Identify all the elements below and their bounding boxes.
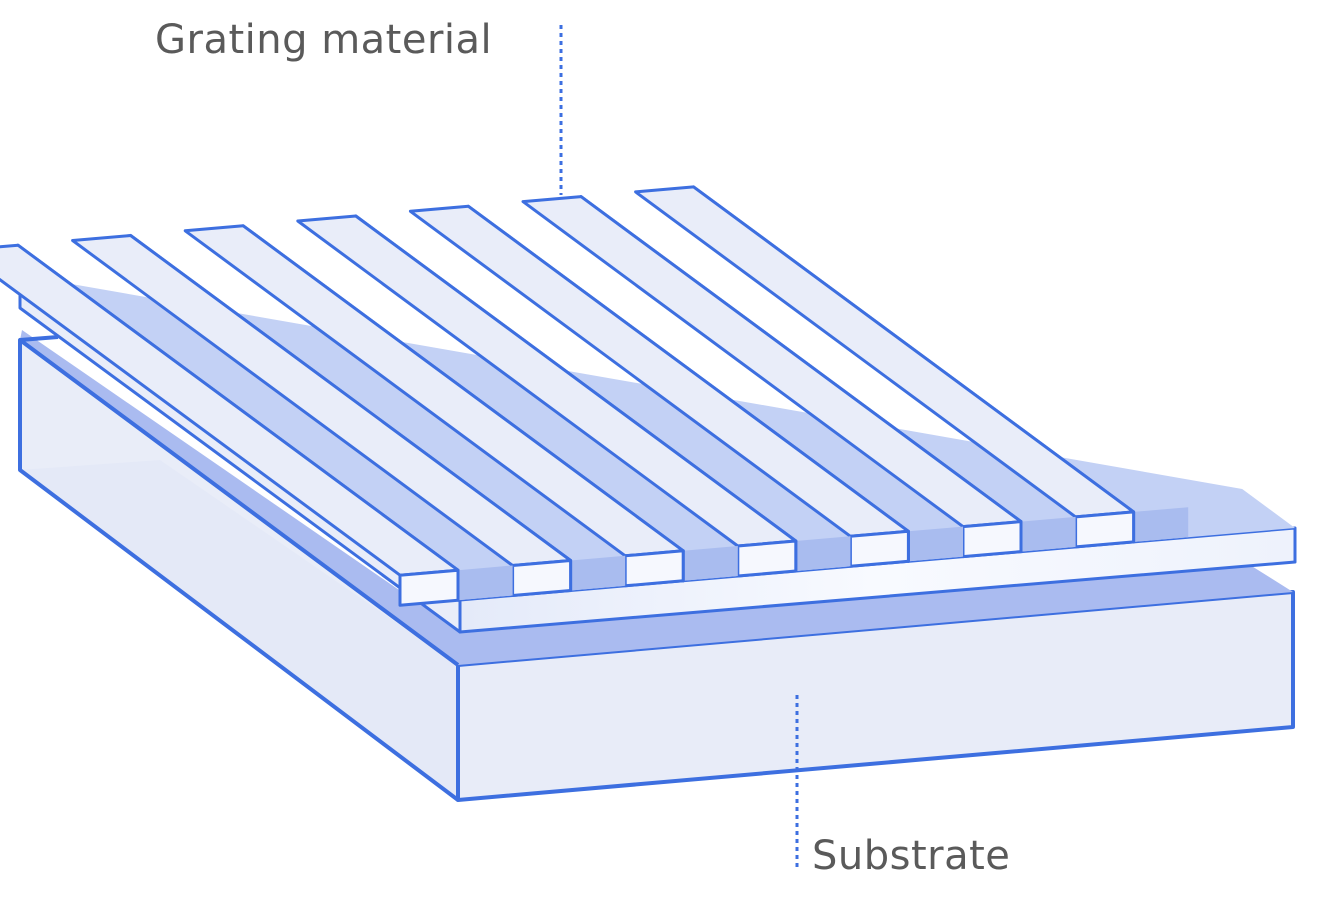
grating-ridge-front-6 (961, 520, 1023, 559)
grating-groove-end-3 (683, 546, 738, 581)
grating-groove-end-5 (908, 526, 963, 562)
substrate-block (18, 330, 1295, 802)
grating-ridge-front-4 (736, 539, 798, 578)
grating-ridge-front-2 (511, 559, 573, 597)
grating-ridge-front-1 (398, 568, 460, 607)
grating-ridge-front-5 (848, 529, 910, 568)
grating-ridge-front-3 (623, 549, 685, 588)
grating-groove-end-6 (1021, 516, 1076, 552)
grating-groove-end-4 (795, 536, 851, 571)
substrate-outline-left (18, 338, 460, 802)
grating-groove-end-7 (1133, 507, 1189, 542)
substrate-top-edge (19, 335, 59, 342)
grating-ridge-front-7 (1074, 510, 1136, 549)
grating-groove-end-1 (458, 565, 513, 601)
grating-material-label: Grating material (155, 17, 493, 63)
substrate-label: Substrate (812, 833, 1011, 879)
grating-groove-end-2 (570, 555, 626, 591)
grating-layer (0, 185, 1297, 634)
grating-ridges (0, 185, 1295, 607)
